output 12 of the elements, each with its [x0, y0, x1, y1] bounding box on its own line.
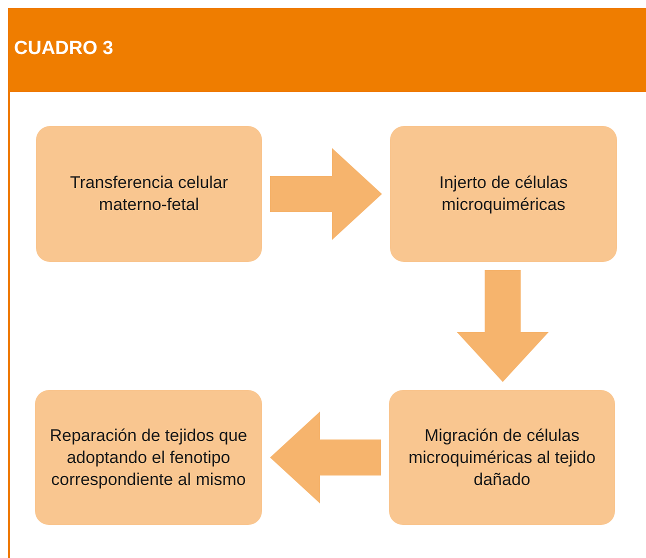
- step-text: Migración de células microquiméricas al tejido dañado: [407, 424, 597, 490]
- step-text: Reparación de tejidos que adoptando el fenotipo correspondiente al mismo: [48, 424, 248, 490]
- process-box: [389, 390, 615, 525]
- process-box: [35, 390, 262, 525]
- process-box: [390, 126, 617, 262]
- block-arrow: [270, 412, 381, 504]
- process-box: [36, 126, 262, 262]
- block-arrow: [270, 148, 382, 240]
- block-arrow: [456, 270, 549, 382]
- step-text: Transferencia celular materno-fetal: [68, 172, 230, 216]
- title: CUADRO 3: [14, 38, 114, 60]
- step-text: Injerto de células microquiméricas: [438, 172, 569, 216]
